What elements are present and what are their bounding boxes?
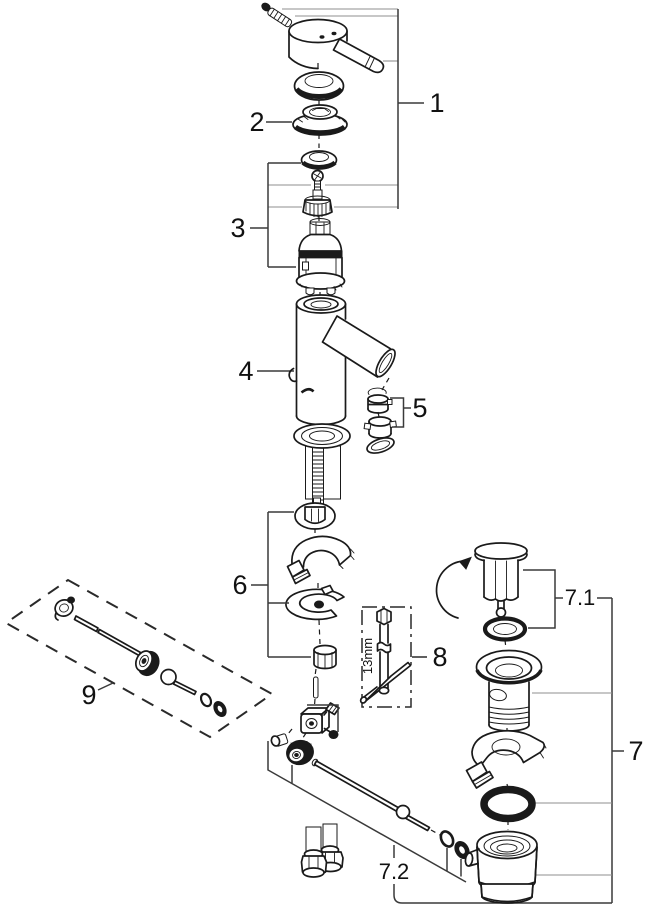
lift-rod-pin bbox=[313, 676, 319, 699]
callout-7-2: 7.2 bbox=[379, 859, 410, 884]
section-9 bbox=[4, 578, 274, 739]
rod-tip bbox=[172, 680, 197, 696]
rod-o-ring bbox=[439, 830, 455, 848]
leader-9 bbox=[97, 682, 114, 691]
callout-bracket-7-1 bbox=[523, 569, 612, 629]
callout-2: 2 bbox=[249, 107, 264, 137]
mounting-ring bbox=[292, 104, 348, 136]
cartridge-screw bbox=[311, 169, 324, 193]
socket-wrench bbox=[359, 607, 412, 704]
drain-o-ring bbox=[480, 785, 536, 823]
drain-side-port bbox=[464, 848, 480, 867]
drain-body bbox=[464, 830, 538, 904]
drain-flange bbox=[475, 649, 543, 732]
rod-segment-long bbox=[97, 628, 142, 657]
handle-screw bbox=[261, 2, 293, 28]
callout-bracket-7-2 bbox=[267, 704, 467, 883]
supply-shank bbox=[305, 445, 341, 513]
mounting-nut bbox=[313, 644, 337, 670]
base-seal-ring bbox=[293, 423, 351, 449]
cartridge bbox=[295, 218, 346, 296]
rod-ball bbox=[160, 668, 177, 686]
handle bbox=[288, 18, 385, 74]
horseshoe-gasket bbox=[286, 535, 355, 585]
section-8-tool: 13mm bbox=[359, 606, 412, 708]
drain-mounting-bracket bbox=[465, 729, 547, 789]
hose-left bbox=[300, 826, 328, 878]
callout-bracket-1 bbox=[268, 8, 424, 209]
callout-7-1: 7.1 bbox=[565, 585, 596, 610]
pop-up-rod bbox=[311, 758, 431, 832]
tool-box-outline bbox=[361, 606, 412, 708]
block-bracket bbox=[307, 704, 339, 732]
wrench-size-label: 13mm bbox=[360, 638, 375, 674]
cartridge-adapter bbox=[302, 189, 333, 218]
plug-seal-ring bbox=[482, 616, 528, 642]
callout-bracket-5 bbox=[390, 397, 411, 428]
callout-1: 1 bbox=[429, 88, 444, 118]
supply-hoses bbox=[300, 823, 344, 878]
rod-washer bbox=[454, 840, 470, 860]
callout-6: 6 bbox=[232, 570, 247, 600]
rotation-arrow bbox=[435, 556, 472, 619]
rod-small-o-ring bbox=[199, 692, 213, 708]
callout-4: 4 bbox=[238, 356, 253, 386]
callout-3: 3 bbox=[230, 213, 245, 243]
rod-segment-short bbox=[73, 615, 99, 633]
horseshoe-washer bbox=[285, 584, 345, 621]
rod-small-washer bbox=[213, 700, 227, 718]
callout-bracket-3 bbox=[250, 162, 301, 268]
rod-knurled-wheel bbox=[134, 650, 160, 677]
left-adapter-piece bbox=[270, 733, 289, 747]
knurled-wheel bbox=[286, 739, 314, 766]
callout-bracket-7 bbox=[393, 598, 624, 904]
drain-plug bbox=[435, 542, 528, 619]
callout-bracket-6 bbox=[251, 511, 311, 658]
callout-7: 7 bbox=[628, 736, 643, 766]
handle-dome-ring bbox=[293, 71, 345, 101]
aerator-parts bbox=[363, 387, 397, 454]
cartridge-cap-ring bbox=[300, 150, 338, 170]
callout-9: 9 bbox=[81, 680, 96, 710]
callout-labels: 1 2 3 4 5 6 7 7.1 7.2 8 9 bbox=[81, 88, 643, 884]
connection-block bbox=[270, 702, 340, 747]
seal-plate-ring bbox=[294, 497, 336, 530]
section-9-outline bbox=[4, 578, 274, 739]
rod-clevis bbox=[54, 596, 75, 621]
callout-5: 5 bbox=[412, 393, 427, 423]
callout-8: 8 bbox=[432, 642, 447, 672]
faucet-body bbox=[288, 294, 396, 426]
